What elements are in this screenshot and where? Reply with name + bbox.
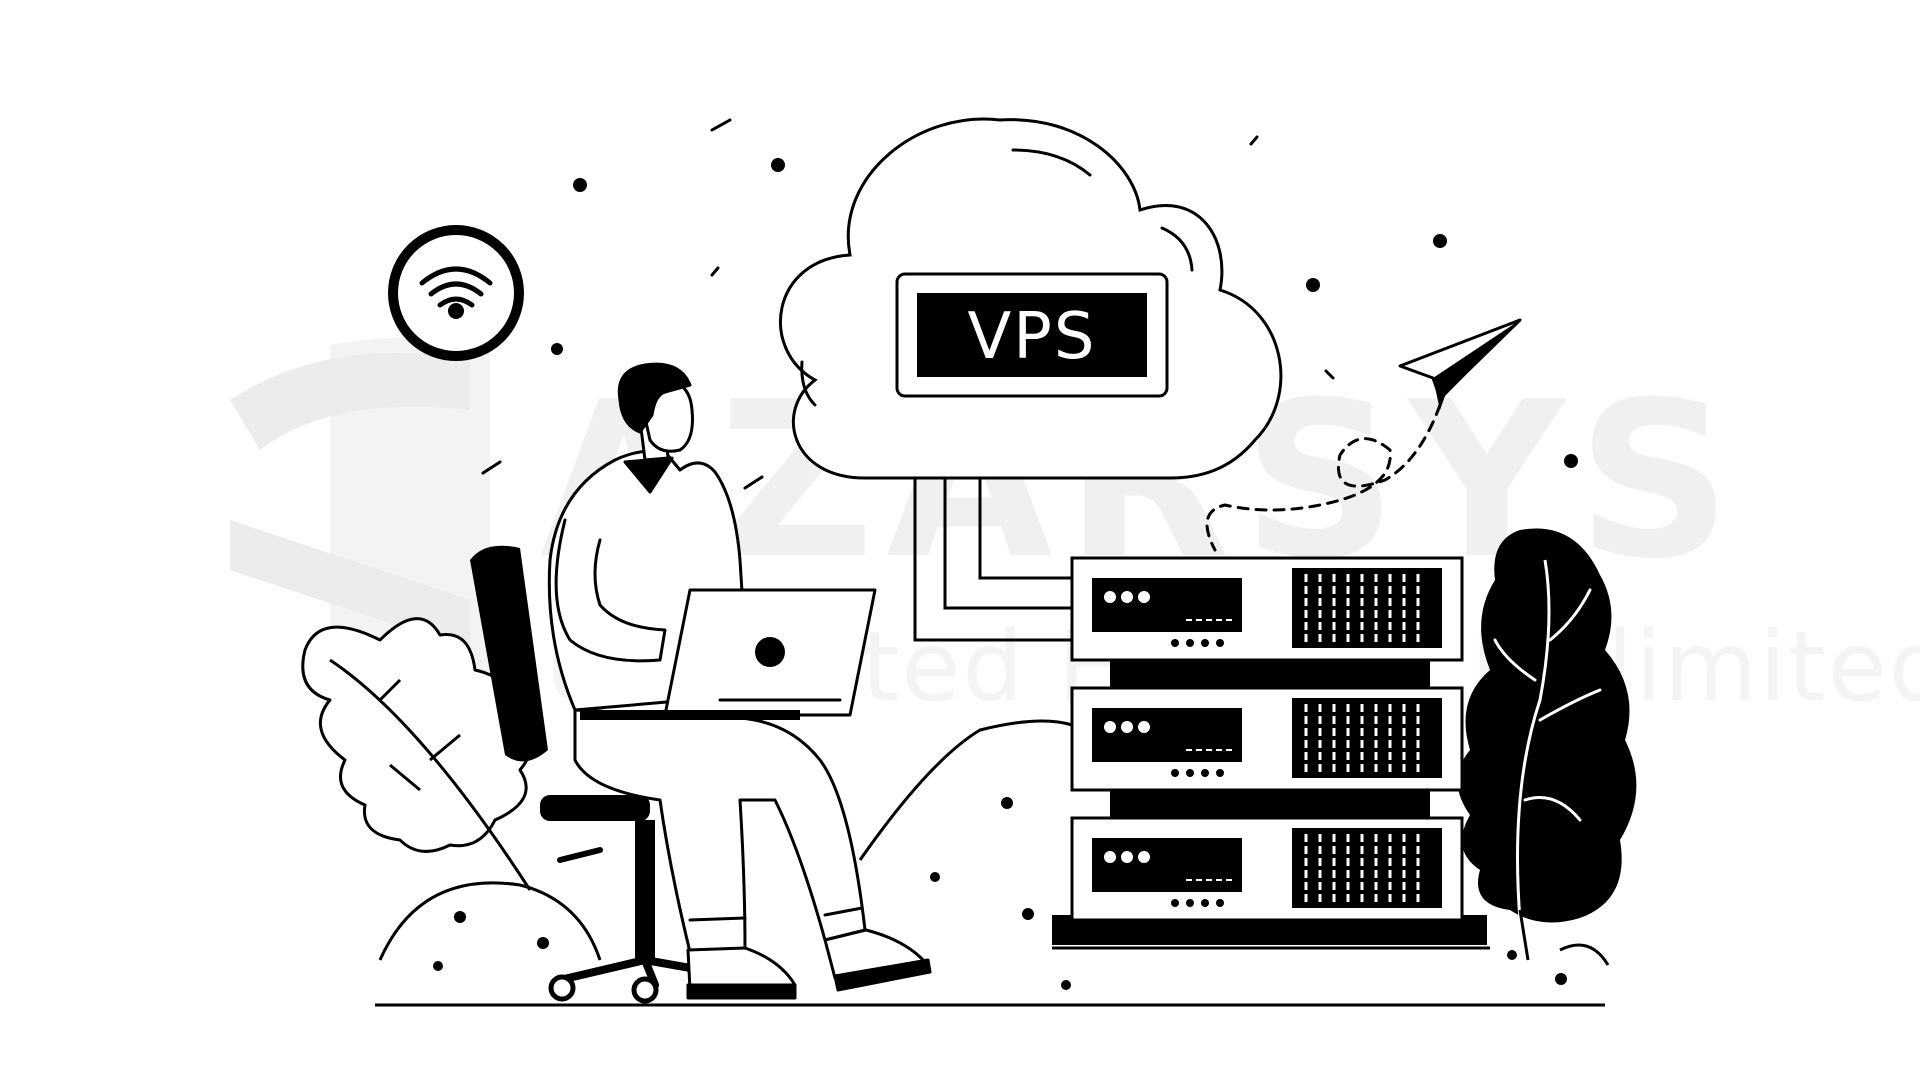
- wifi-icon: [419, 266, 493, 308]
- decorative-dots: [433, 158, 1578, 990]
- server-unit-3: [1070, 816, 1464, 922]
- wifi-badge: [388, 225, 524, 361]
- dark-bush-right: [1457, 528, 1637, 961]
- person-legs: [573, 708, 867, 954]
- cloud-highlight-right: [1160, 226, 1194, 272]
- cloud: VPS: [779, 117, 1283, 480]
- hill-lines: [378, 719, 1610, 966]
- vps-label: VPS: [968, 300, 1097, 374]
- paper-plane-icon: [1398, 318, 1522, 410]
- vps-badge: [917, 293, 1147, 377]
- person-arm: [554, 518, 667, 663]
- office-chair-icon: [470, 545, 734, 1004]
- flight-trail: [1205, 403, 1442, 552]
- server-unit-2: [1070, 686, 1464, 828]
- person: [547, 362, 932, 1000]
- cloud-highlight-left: [800, 360, 817, 407]
- decorative-dashes: [481, 118, 1335, 490]
- server-unit-1: [1070, 556, 1464, 700]
- person-shoe-left-sole: [686, 983, 797, 1000]
- server-rack-icon: [1052, 556, 1490, 950]
- person-shoe-right-sole: [833, 958, 932, 992]
- network-cables: [913, 478, 1075, 642]
- watermark-shield-logo: [230, 337, 490, 723]
- laptop-icon: [580, 588, 877, 720]
- leaf-plant-left: [301, 617, 532, 891]
- person-hair: [617, 362, 692, 434]
- cloud-highlight-top: [1011, 148, 1092, 177]
